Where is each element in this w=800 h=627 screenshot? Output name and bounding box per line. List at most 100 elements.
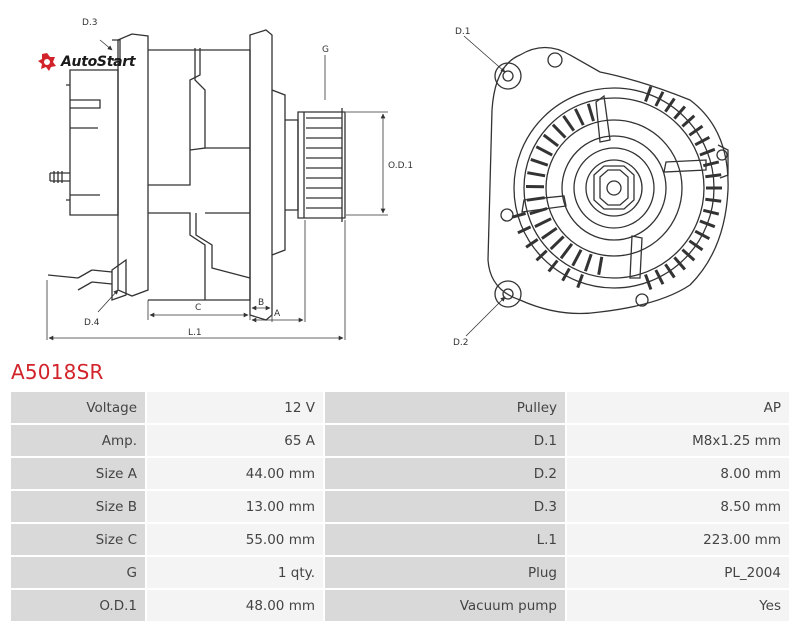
label-c: C <box>195 303 201 313</box>
vent-slot <box>576 273 584 289</box>
spec-label: Amp. <box>11 425 145 456</box>
vent-slot <box>694 229 711 241</box>
vent-slot <box>547 259 559 273</box>
spec-value: Yes <box>567 590 789 621</box>
vent-slot <box>529 207 548 216</box>
label-l1: L.1 <box>188 328 202 338</box>
side-dimensions <box>46 39 388 341</box>
vent-slot <box>673 256 687 271</box>
vent-slot <box>688 124 704 137</box>
vent-slot <box>597 256 604 275</box>
vent-slot <box>511 211 527 219</box>
spec-label: D.1 <box>325 425 565 456</box>
vent-slot <box>673 105 687 120</box>
vent-slot <box>644 273 653 291</box>
spec-label: G <box>11 557 145 588</box>
spec-label: Size C <box>11 524 145 555</box>
spec-value: 44.00 mm <box>147 458 323 489</box>
spec-value: M8x1.25 mm <box>567 425 789 456</box>
alternator-technical-drawing: D.3 D.4 G O.D.1 C B A L.1 D.1 D.2 <box>46 18 729 348</box>
spec-value: AP <box>567 392 789 423</box>
spec-label: O.D.1 <box>11 590 145 621</box>
vent-slot <box>534 217 552 228</box>
vent-slot <box>525 238 539 249</box>
vent-slot <box>526 196 545 202</box>
vent-slot <box>702 160 720 168</box>
vent-slot <box>644 85 653 103</box>
vent-slot <box>574 108 585 126</box>
vent-slot <box>681 248 696 262</box>
spec-value: 223.00 mm <box>567 524 789 555</box>
front-view <box>487 46 729 315</box>
spec-value: 1 qty. <box>147 557 323 588</box>
vent-slot <box>583 253 593 272</box>
label-a: A <box>274 309 281 319</box>
vent-slot <box>688 239 704 252</box>
spec-value: PL_2004 <box>567 557 789 588</box>
spec-value: 48.00 mm <box>147 590 323 621</box>
spec-value: 65 A <box>147 425 323 456</box>
vent-slot <box>705 173 722 179</box>
vent-slot <box>699 219 716 229</box>
label-b: B <box>258 298 264 308</box>
spec-label: Plug <box>325 557 565 588</box>
label-g: G <box>322 45 329 55</box>
label-d2: D.2 <box>453 338 469 348</box>
spec-label: Size B <box>11 491 145 522</box>
side-view <box>47 29 346 321</box>
vent-slot <box>530 157 549 167</box>
vent-slot <box>551 123 567 139</box>
vent-slot <box>527 171 546 178</box>
vent-slot <box>571 249 583 267</box>
vent-slot <box>559 242 574 260</box>
vent-slot <box>664 263 676 279</box>
vent-slot <box>702 208 720 216</box>
spec-label: Size A <box>11 458 145 489</box>
spec-label: D.3 <box>325 491 565 522</box>
front-view-vents <box>511 85 722 291</box>
spec-label: Vacuum pump <box>325 590 565 621</box>
vent-slot <box>541 226 558 240</box>
spec-label: Voltage <box>11 392 145 423</box>
autostart-logo-top: AutoStart <box>37 52 136 72</box>
label-d4: D.4 <box>84 318 100 328</box>
spec-label: Pulley <box>325 392 565 423</box>
vent-slot <box>549 235 565 251</box>
spec-value: 8.00 mm <box>567 458 789 489</box>
vent-slot <box>654 269 665 285</box>
spec-value: 13.00 mm <box>147 491 323 522</box>
vent-slot <box>535 145 553 157</box>
label-d3: D.3 <box>82 18 98 28</box>
vent-slot <box>664 97 676 113</box>
spec-value: 55.00 mm <box>147 524 323 555</box>
vent-slot <box>542 133 560 148</box>
vent-slot <box>705 197 722 203</box>
vent-slot <box>694 135 711 147</box>
vent-slot <box>561 267 571 282</box>
vent-slot <box>654 91 665 107</box>
spec-value: 8.50 mm <box>567 491 789 522</box>
front-dimensions <box>463 35 506 337</box>
vent-slot <box>562 115 576 132</box>
spec-value: 12 V <box>147 392 323 423</box>
label-d1: D.1 <box>455 27 471 37</box>
vent-slot <box>517 225 532 235</box>
vent-slot <box>699 147 716 157</box>
vent-slot <box>535 249 548 262</box>
vent-slot <box>681 114 696 128</box>
autostart-logo-text: AutoStart <box>61 54 136 70</box>
label-od1: O.D.1 <box>388 161 413 171</box>
autostart-logo-mark-icon <box>38 53 56 71</box>
vent-slot <box>586 103 595 122</box>
spec-label: D.2 <box>325 458 565 489</box>
spec-label: L.1 <box>325 524 565 555</box>
part-number-title: A5018SR <box>11 360 104 384</box>
